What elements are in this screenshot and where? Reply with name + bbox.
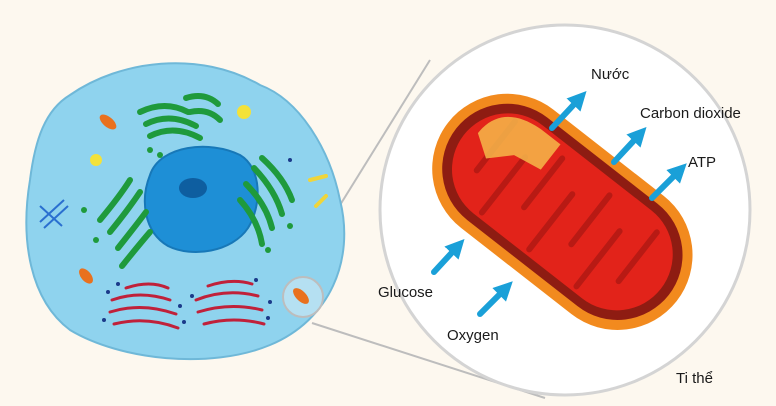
- vesicle-yellow-1: [237, 105, 251, 119]
- label-atp: ATP: [688, 154, 716, 171]
- label-mitochondrion: Ti thể: [676, 370, 713, 387]
- label-glucose: Glucose: [378, 284, 433, 301]
- vesicle-yellow-2: [90, 154, 102, 166]
- nucleolus: [179, 178, 207, 198]
- label-water: Nước: [591, 66, 629, 83]
- label-carbon-dioxide: Carbon dioxide: [640, 105, 741, 122]
- label-oxygen: Oxygen: [447, 327, 499, 344]
